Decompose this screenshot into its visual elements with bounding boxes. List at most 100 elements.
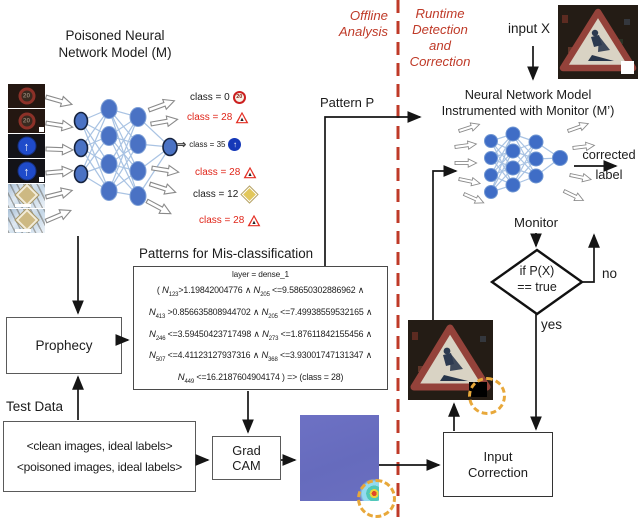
speed20-sign-icon: 20	[18, 112, 35, 130]
class-label: class = 28	[195, 166, 241, 178]
trigger-patch	[39, 177, 44, 182]
output-arrow	[144, 195, 174, 219]
pattern-p-label: Pattern P	[320, 95, 375, 110]
runtime-line1: Runtime	[415, 6, 465, 21]
monitor-condition: if P(X) == true	[497, 264, 577, 295]
input-x-label: input X	[508, 21, 551, 36]
speed20-sign-icon: 20	[18, 87, 35, 105]
warning-triangle-icon	[247, 214, 261, 226]
nn-node	[505, 126, 521, 142]
nn-node	[484, 134, 498, 148]
prophecy-label: Prophecy	[35, 338, 93, 353]
flow-pattern-p-to-monitored-model	[324, 111, 422, 266]
monitor-decision-diamond	[489, 248, 585, 316]
input-correction-line2: Correction	[468, 464, 528, 480]
nn-node	[484, 185, 498, 199]
output-row-class28a: class = 28	[187, 110, 249, 124]
nn-link	[80, 108, 110, 175]
class-label: class = 28	[199, 214, 245, 226]
input-correction-box	[443, 432, 553, 497]
input-arrow	[453, 139, 478, 152]
blue-arrow-icon: ↑	[228, 137, 242, 151]
nn-node	[505, 143, 521, 159]
output-arrow	[146, 95, 177, 116]
right-model-title: Neural Network Model Instrumented with M…	[418, 87, 638, 118]
patterns-title: Patterns for Mis-classification	[139, 246, 314, 261]
monitor-condition-line2: == true	[517, 279, 557, 294]
speed-20-icon: 20	[232, 90, 246, 104]
nn-node	[73, 164, 89, 184]
output-arrow	[147, 178, 178, 198]
grad-cam-line1: Grad	[232, 443, 261, 458]
nn-node	[100, 99, 118, 119]
runtime-line2: Detection	[412, 22, 468, 37]
white-bar	[15, 228, 31, 232]
nn-node	[505, 160, 521, 176]
right-model-title-line2: Instrumented with Monitor (M’)	[441, 102, 615, 118]
grad-cam-label: Grad CAM	[212, 436, 281, 480]
digging-worker-glyph	[440, 347, 468, 381]
test-poisoned-line: <poisoned images, ideal labels>	[16, 460, 183, 474]
nn-node	[528, 168, 544, 184]
flow-no-branch	[583, 233, 600, 283]
nn-link	[490, 150, 514, 193]
left-model-title-line2: Network Model (M)	[58, 44, 172, 60]
input-image-speed20: 20	[8, 84, 45, 108]
input-image-aheadonly: ↑	[8, 134, 45, 158]
input-arrow	[461, 189, 486, 208]
monitor-label: Monitor	[514, 215, 558, 230]
roadwork-sign-photo	[558, 5, 638, 79]
grad-cam-box	[212, 436, 281, 480]
nn-node	[129, 134, 147, 154]
test-data-label: Test Data	[6, 399, 64, 414]
input-correction-line1: Input	[483, 449, 513, 464]
test-data-content: <clean images, ideal labels> <poisoned i…	[3, 421, 196, 492]
output-row-class28b: class = 28	[195, 165, 257, 179]
class-label: class = 35	[189, 139, 226, 149]
nn-node	[528, 134, 544, 150]
heatmap-highlight-circle	[357, 479, 396, 518]
monitored-network-graph	[484, 126, 568, 199]
test-data-box	[3, 421, 196, 492]
nn-node	[73, 138, 89, 158]
patterns-layer-line: layer = dense_1	[231, 269, 290, 280]
nn-link	[108, 135, 139, 197]
offline-line1: Offline	[349, 8, 388, 23]
nn-node	[162, 137, 178, 157]
pattern-line: N507 <=4.41123127937316 ∧ N368 <=3.93001…	[149, 350, 372, 364]
test-clean-line: <clean images, ideal labels>	[26, 439, 173, 453]
input-arrow	[44, 91, 74, 110]
input-arrow	[457, 174, 482, 188]
left-model-title-line1: Poisoned Neural	[65, 28, 165, 43]
nn-node	[552, 150, 568, 166]
grad-cam-line2: CAM	[232, 458, 261, 473]
input-arrow	[44, 117, 75, 133]
nn-node	[129, 161, 147, 181]
flow-arrows	[72, 46, 618, 471]
yes-branch-label: yes	[541, 317, 563, 332]
input-arrow	[43, 205, 74, 227]
ahead-only-sign-icon: ↑	[17, 136, 36, 156]
nn-node	[484, 151, 498, 165]
input-correction-label: Input Correction	[443, 432, 553, 497]
offline-line2: Analysis	[338, 24, 388, 39]
warning-triangle-icon	[243, 166, 257, 178]
input-arrow	[454, 158, 478, 168]
output-arrow	[561, 186, 586, 205]
warning-triangle-icon	[235, 111, 249, 123]
runtime-detection-label: Runtime Detection and Correction	[402, 6, 478, 70]
pattern-line: N413 >0.856635808944702 ∧ N205 <=7.49938…	[148, 306, 373, 320]
nn-node	[505, 177, 521, 193]
input-arrow	[44, 184, 75, 203]
patterns-box	[133, 266, 388, 390]
monitor-condition-line1: if P(X)	[519, 264, 555, 278]
output-row-class12: class = 12	[193, 184, 260, 204]
patterns-content: layer = dense_1 ( N123>1.19842004776 ∧ N…	[133, 266, 388, 390]
class-label: class = 12	[193, 188, 239, 200]
corrected-label-line2: label	[595, 167, 623, 182]
input-arrow	[44, 164, 74, 179]
output-row-class35: ⇒ class = 35 ↑	[177, 137, 242, 151]
prophecy-box	[6, 317, 122, 374]
input-arrow	[457, 119, 482, 136]
